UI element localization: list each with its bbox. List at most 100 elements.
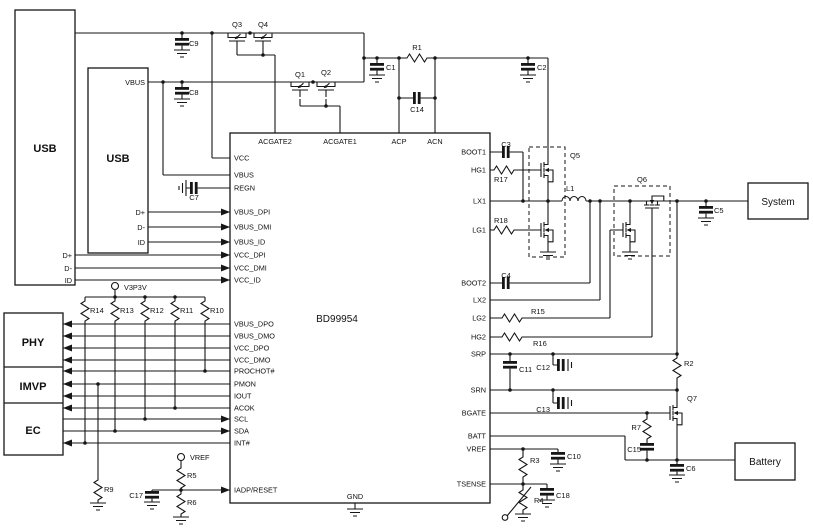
wire-phase1 <box>490 151 748 252</box>
label-r13: R13 <box>120 306 134 315</box>
label-r16: R16 <box>533 339 547 348</box>
pin-boot1: BOOT1 <box>461 148 486 157</box>
label-c2: C2 <box>537 63 547 72</box>
ground-icon <box>539 251 557 260</box>
wire-iadp <box>151 460 230 517</box>
c6-capacitor <box>670 464 684 472</box>
r18-resistor <box>491 225 517 235</box>
net-vbus-label: VBUS <box>125 78 145 87</box>
c12-capacitor <box>557 359 565 371</box>
label-c3: C3 <box>501 140 511 149</box>
wire-phase2 <box>490 201 653 338</box>
label-r11: R11 <box>180 306 193 315</box>
label-c13: C13 <box>536 405 550 414</box>
pin-vcc-id: VCC_ID <box>234 276 261 285</box>
pin-prochot: PROCHOT# <box>234 367 275 376</box>
pin-srp: SRP <box>471 350 486 359</box>
label-q2: Q2 <box>321 68 331 77</box>
pin-lg1: LG1 <box>472 226 486 235</box>
signal-arrows <box>63 208 230 494</box>
label-c18: C18 <box>556 491 570 500</box>
v3p3v-supply-icon <box>110 281 120 291</box>
thermistor-theta-icon <box>501 514 509 521</box>
usb-inner-dminus-label: D- <box>137 223 145 232</box>
label-c5: C5 <box>714 206 724 215</box>
components <box>80 32 713 521</box>
usb-outer-dplus-label: D+ <box>62 251 72 260</box>
pin-vbus-dmo: VBUS_DMO <box>234 332 275 341</box>
pin-lg2: LG2 <box>472 314 486 323</box>
ground-icon <box>89 502 107 511</box>
c9-capacitor <box>175 38 189 46</box>
pin-batt: BATT <box>468 432 487 441</box>
pin-vref: VREF <box>467 445 487 454</box>
label-r14: R14 <box>90 306 104 315</box>
wire-battery <box>490 412 735 475</box>
label-q5: Q5 <box>570 151 580 160</box>
q1-mosfet <box>287 81 313 98</box>
ground-icon <box>143 501 161 510</box>
label-c12: C12 <box>536 363 550 372</box>
r1-resistor <box>404 53 430 63</box>
pin-iout: IOUT <box>234 392 252 401</box>
wire-vbus-rail <box>148 81 364 176</box>
net-vref-label: VREF <box>190 453 210 462</box>
pin-vbus: VBUS <box>234 171 254 180</box>
pin-tsense: TSENSE <box>457 480 486 489</box>
imvp-label: IMVP <box>20 381 47 393</box>
pin-int: INT# <box>234 439 251 448</box>
ground-icon <box>178 179 187 197</box>
q5-dashed-outline <box>528 146 566 258</box>
r11-resistor <box>170 298 180 324</box>
system-label: System <box>761 197 794 208</box>
label-r7: R7 <box>631 423 641 432</box>
ground-icon <box>668 474 686 483</box>
junction-dots <box>83 31 708 492</box>
ground-icon <box>346 508 364 517</box>
pin-vcc-dmo: VCC_DMO <box>234 356 271 365</box>
usb-inner-id-label: ID <box>138 238 145 247</box>
pin-acp: ACP <box>391 137 406 146</box>
l1-inductor <box>561 195 587 202</box>
label-r3: R3 <box>530 456 540 465</box>
pin-acok: ACOK <box>234 404 255 413</box>
host-block-dividers <box>4 366 63 404</box>
label-r10: R10 <box>210 306 224 315</box>
pin-iadp-reset: IADP/RESET <box>234 486 278 495</box>
usb-inner-dplus-label: D+ <box>135 208 145 217</box>
pin-bgate: BGATE <box>462 409 486 418</box>
r9-resistor <box>93 477 103 503</box>
usb-outer-id-label: ID <box>65 276 72 285</box>
label-c14: C14 <box>410 105 424 114</box>
c13-capacitor <box>557 397 565 409</box>
r12-resistor <box>140 298 150 324</box>
label-c7: C7 <box>189 193 199 202</box>
pin-vbus-id: VBUS_ID <box>234 238 265 247</box>
c15-capacitor <box>640 443 654 451</box>
vref-supply-icon <box>176 452 186 462</box>
ground-icon <box>368 74 386 83</box>
pin-acn: ACN <box>427 137 442 146</box>
wire-sense <box>490 201 678 409</box>
ec-label: EC <box>25 425 40 437</box>
battery-box <box>734 442 796 481</box>
ground-icon <box>173 49 191 58</box>
pin-scl: SCL <box>234 415 248 424</box>
pin-srn: SRN <box>471 386 486 395</box>
label-q3: Q3 <box>232 20 242 29</box>
c8-capacitor <box>175 87 189 95</box>
label-c15: C15 <box>627 445 641 454</box>
pin-vcc-dpi: VCC_DPI <box>234 251 266 260</box>
label-l1: L1 <box>566 184 574 193</box>
q7-mosfet <box>664 394 683 432</box>
c18-capacitor <box>540 488 554 496</box>
label-q1: Q1 <box>295 70 305 79</box>
ground-icon <box>172 516 190 525</box>
c5-capacitor <box>699 206 713 214</box>
q5-high-mosfet <box>535 151 554 189</box>
label-q7: Q7 <box>687 394 697 403</box>
pin-hg1: HG1 <box>471 166 486 175</box>
label-r9: R9 <box>104 485 114 494</box>
label-c6: C6 <box>686 464 696 473</box>
